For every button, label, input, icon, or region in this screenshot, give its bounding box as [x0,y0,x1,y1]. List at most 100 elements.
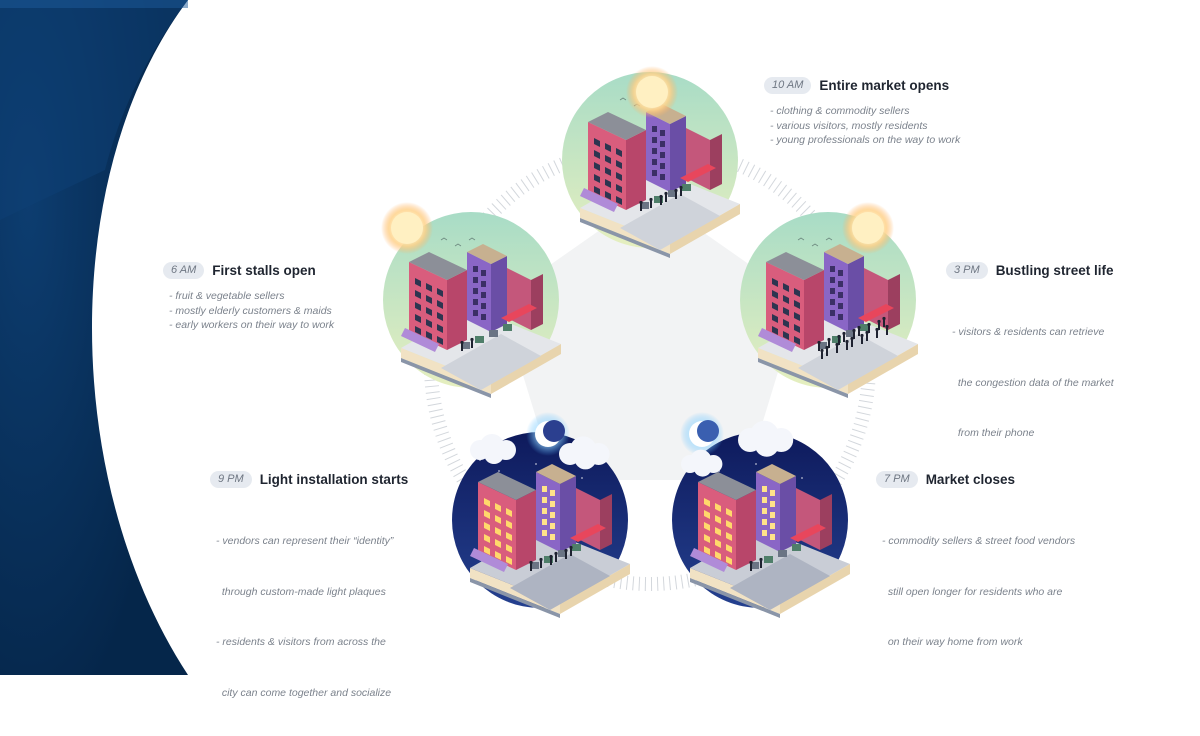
ring-tick [792,197,801,207]
person-head [639,201,642,204]
phase-title: Entire market opens [819,78,949,93]
stall [503,324,512,331]
ring-tick [855,418,869,421]
ring-tick [434,426,447,430]
ring-tick [427,397,441,399]
time-badge: 7 PM [876,471,918,488]
ring-tick [859,400,873,402]
building-purple-front [467,252,491,332]
building-right-side [710,134,722,190]
person-head [882,317,885,320]
building-pink-side [447,270,467,350]
star [535,463,537,465]
building-pink-side [626,130,646,210]
phase-9pm: 9 PM Light installation starts - vendors… [210,471,408,736]
description-line: - early workers on their way to work [169,318,334,333]
person-head [549,555,552,558]
window [652,126,657,132]
star [581,477,583,479]
person [866,334,868,341]
cloud-puff [755,433,779,457]
person [886,328,888,335]
building-pink-side [516,490,536,570]
building-purple-front [536,472,560,552]
phase-7pm: 7 PM Market closes - commodity sellers &… [876,471,1075,686]
window [838,303,843,309]
person-head [835,343,838,346]
building-purple-front [646,112,670,192]
ring-tick [748,165,754,177]
stall [475,336,484,343]
person-head [460,341,463,344]
phase-description: - vendors can represent their “identity”… [216,498,408,736]
ring-tick [445,454,458,460]
person [555,555,557,562]
window [473,310,478,316]
sun-icon [852,212,884,244]
ring-tick [848,440,861,445]
person-head [860,334,863,337]
building-purple-side [491,256,507,332]
ring-tick [537,169,544,181]
person-head [857,326,860,329]
window [660,163,665,169]
window [481,314,486,320]
background-panel [0,0,188,675]
ring-tick [769,178,777,190]
person [640,204,642,211]
person-head [679,186,682,189]
building-right-side [600,494,612,550]
person-head [554,552,557,555]
description-line: the congestion data of the market [952,376,1114,391]
window [473,277,478,283]
description-line: - visitors & residents can retrieve [952,325,1114,340]
sun-icon [636,76,668,108]
person [750,564,752,571]
window [550,512,555,518]
person-head [659,195,662,198]
person-head [674,189,677,192]
ring-tick [839,462,851,468]
person [851,340,853,347]
time-badge: 10 AM [764,77,811,94]
ring-tick [626,576,627,590]
person [818,344,820,351]
person-head [865,331,868,334]
ring-tick [858,406,872,409]
description-line: - young professionals on the way to work [770,133,960,148]
ring-tick [440,443,453,448]
building-right-side [888,274,900,330]
stall [792,544,801,551]
person-head [842,332,845,335]
window [542,497,547,503]
ring-tick [633,576,634,590]
person [843,335,845,342]
building-right-side [820,494,832,550]
window [473,266,478,272]
ring-tick [773,181,781,192]
ring-tick [778,185,786,196]
person-head [827,338,830,341]
window [550,490,555,496]
ring-tick [450,465,462,472]
building-pink-side [736,490,756,570]
description-line: still open longer for residents who are [882,585,1075,600]
building-purple-side [560,476,576,552]
ring-tick [639,577,640,591]
window [473,299,478,305]
scene-7pm [672,412,850,618]
ring-tick [860,395,874,397]
ring-tick [850,435,863,440]
phase-description: - fruit & vegetable sellers - mostly eld… [169,289,334,333]
phase-title: Market closes [926,472,1015,487]
window [830,310,835,316]
person [821,352,823,359]
person [876,331,878,338]
description-line: on their way home from work [882,635,1075,650]
person [540,561,542,568]
window [830,266,835,272]
person-head [564,549,567,552]
ring-tick [442,449,455,455]
person [660,198,662,205]
person [861,337,863,344]
